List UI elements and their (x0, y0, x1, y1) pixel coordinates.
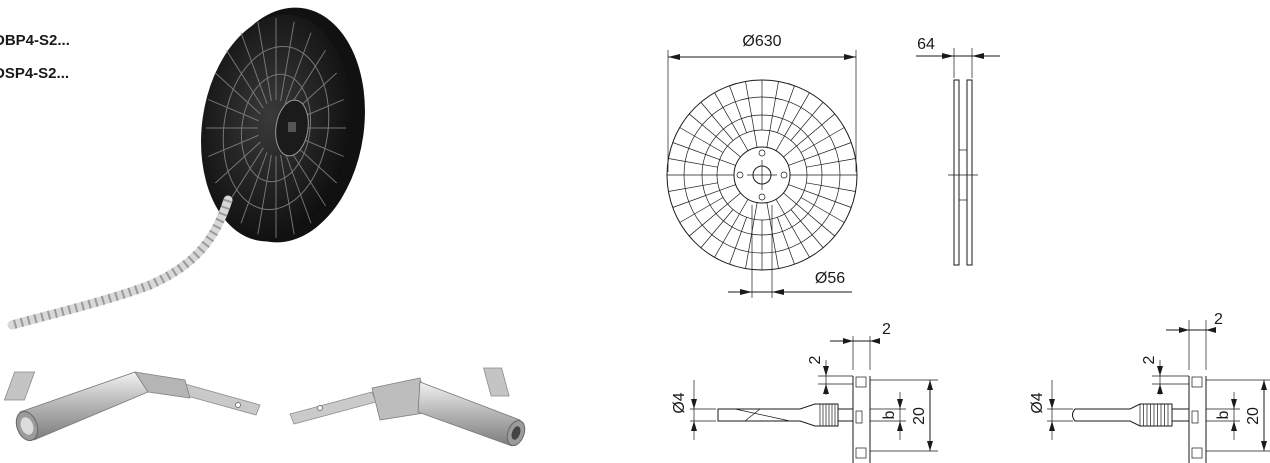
contact-photo-left (3, 371, 261, 442)
dimension-outer-diameter: Ø630 (667, 33, 857, 172)
dim-pin-diameter-left: Ø4 (671, 392, 688, 413)
dim-tab-thickness-left: 2 (882, 321, 891, 338)
contact-drawing-right: Ø4 2 2 b 20 (1029, 311, 1270, 463)
dim-strip-width-left: 20 (911, 407, 928, 425)
reel-side-view: 64 (916, 36, 1000, 266)
dim-strip-width-right: 20 (1245, 407, 1262, 425)
contact-photo-right (289, 367, 526, 447)
contact-drawing-left: Ø4 2 2 b 20 (671, 321, 938, 463)
product-label-dsp4: DSP4-S2... (0, 65, 70, 82)
dim-b-left: b (881, 410, 898, 419)
reel-front-view (666, 79, 858, 271)
dimension-hub-diameter: Ø56 (728, 205, 852, 298)
dim-hub-diameter-label: Ø56 (815, 270, 845, 287)
dim-offset-left: 2 (807, 355, 824, 364)
dim-pin-diameter-right: Ø4 (1029, 392, 1046, 413)
dim-b-right: b (1215, 410, 1232, 419)
dim-outer-diameter-label: Ø630 (742, 33, 781, 50)
reel-photo (7, 7, 365, 330)
dim-offset-right: 2 (1141, 355, 1158, 364)
dim-tab-thickness-right: 2 (1214, 311, 1223, 328)
product-label-dbp4: DBP4-S2... (0, 32, 70, 49)
dim-width-label: 64 (917, 36, 935, 53)
